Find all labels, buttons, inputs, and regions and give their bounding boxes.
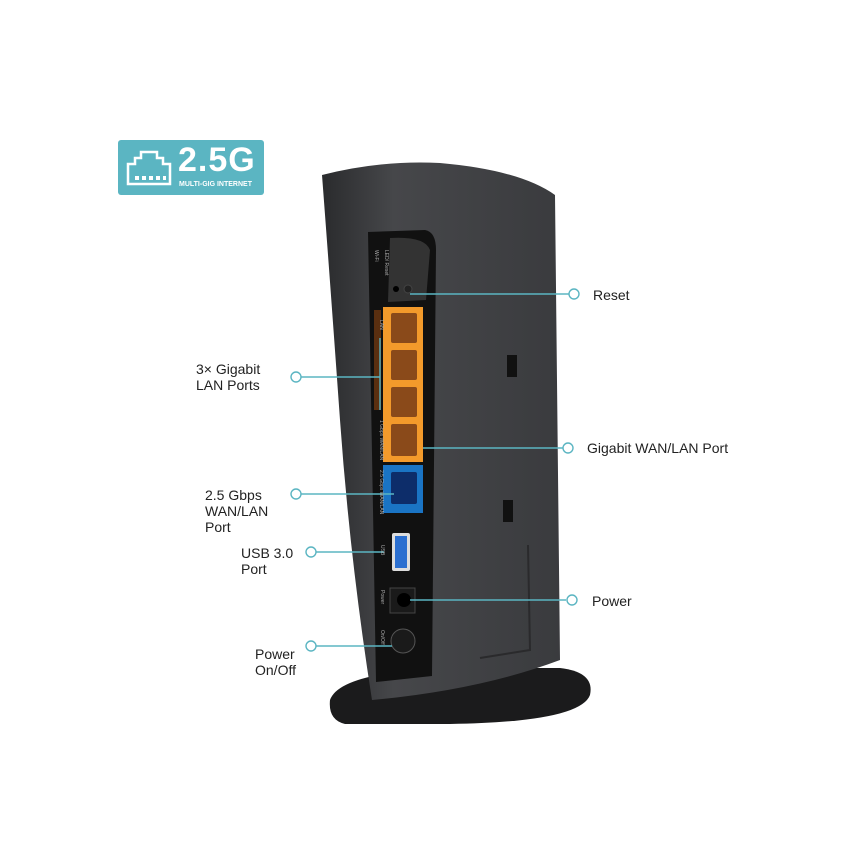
lan-port-2 [391,350,417,380]
device-label-wan25: 2.5 Gbps WAN/LAN [378,470,384,515]
device-label-onoff: On/Off [379,630,385,645]
router-body [322,162,560,700]
lan-port-1 [391,313,417,343]
callout-lines [290,288,580,652]
device-label-led: LED/ Reset [383,250,389,276]
wan-25g-port [391,472,417,504]
device-label-usb: USB [379,545,385,556]
device-label-wan1: 1 Gbps WAN/LAN [378,420,384,461]
ethernet-port-icon [126,150,172,186]
badge-value: 2.5G [178,141,256,179]
label-reset: Reset [593,287,630,303]
device-label-power: Power [379,590,385,605]
badge-subtitle: MULTI-GIG INTERNET [179,181,252,188]
power-button [390,628,416,654]
wan-lan-1g-port [391,424,417,456]
device-label-wifi: Wi-Fi [373,250,379,262]
label-power: Power [592,593,632,609]
label-gigabit-wan: Gigabit WAN/LAN Port [587,440,729,456]
device-label-lan: LAN [378,320,384,330]
lan-port-3 [391,387,417,417]
multi-gig-badge: 2.5G MULTI-GIG INTERNET [118,140,264,195]
